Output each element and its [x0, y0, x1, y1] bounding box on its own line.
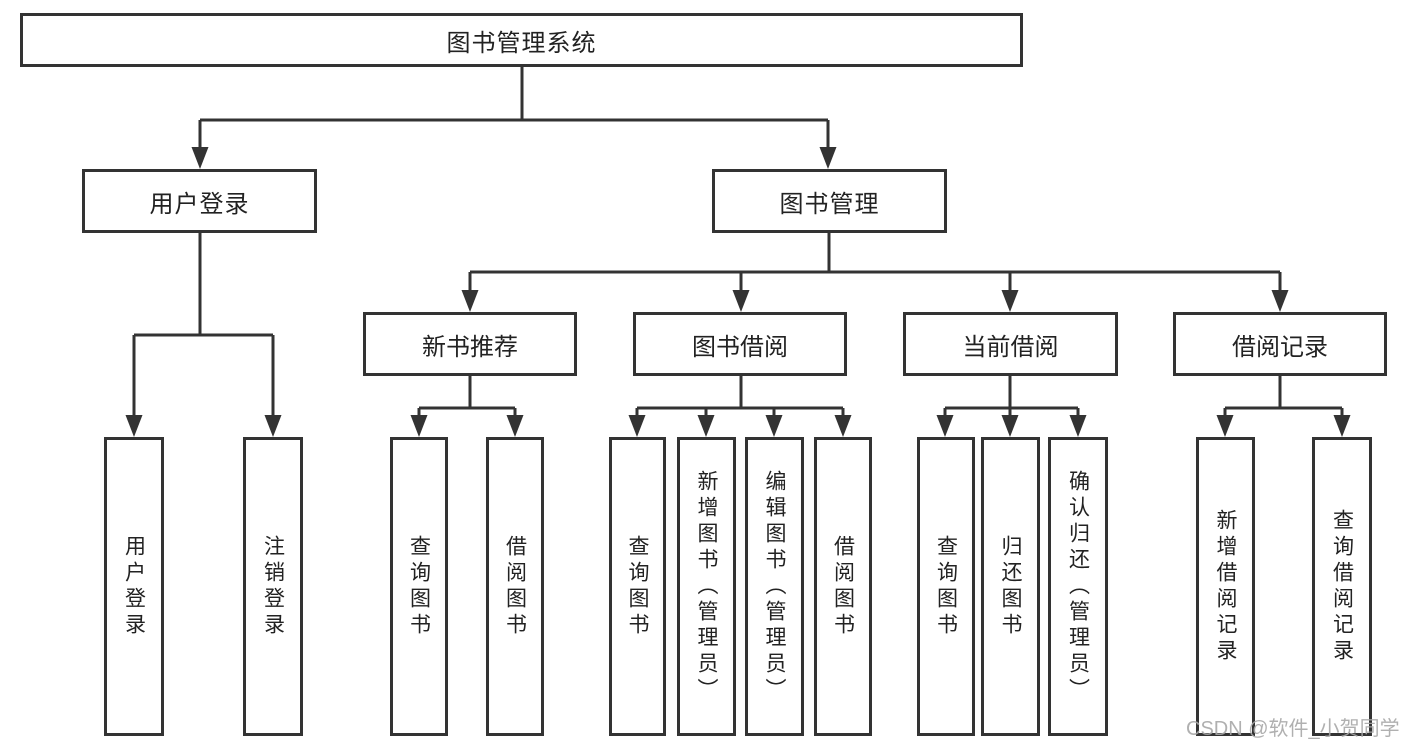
leaf-logout-login: 注销登录 — [243, 437, 303, 736]
node-book-management: 图书管理 — [712, 169, 947, 233]
leaf-confirm-return-admin: 确认归还（管理员） — [1048, 437, 1108, 736]
connector-root-to-level2 — [191, 67, 837, 169]
node-new-book-recommendation: 新书推荐 — [363, 312, 577, 376]
node-user-login: 用户登录 — [82, 169, 317, 233]
connector-newbook-children — [410, 376, 524, 437]
node-borrowing-records: 借阅记录 — [1173, 312, 1387, 376]
connector-login-children — [125, 233, 282, 437]
leaf-query-books-current: 查询图书 — [917, 437, 975, 736]
leaf-edit-books-admin: 编辑图书（管理员） — [745, 437, 804, 736]
leaf-add-books-admin: 新增图书（管理员） — [677, 437, 736, 736]
leaf-user-login: 用户登录 — [104, 437, 164, 736]
node-current-borrowing: 当前借阅 — [903, 312, 1118, 376]
node-book-borrowing: 图书借阅 — [633, 312, 847, 376]
connector-currentborrow-children — [936, 376, 1087, 437]
connector-records-children — [1216, 376, 1351, 437]
connector-management-to-level3 — [461, 233, 1289, 312]
leaf-borrow-books-borrow: 借阅图书 — [814, 437, 872, 736]
leaf-query-books-newbook: 查询图书 — [390, 437, 448, 736]
leaf-query-books-borrow: 查询图书 — [609, 437, 666, 736]
leaf-add-borrow-record: 新增借阅记录 — [1196, 437, 1255, 736]
leaf-return-books: 归还图书 — [981, 437, 1040, 736]
csdn-watermark: CSDN @软件_小贺同学 — [1186, 718, 1400, 740]
connector-bookborrow-children — [628, 376, 852, 437]
node-library-system: 图书管理系统 — [20, 13, 1023, 67]
leaf-borrow-books-newbook: 借阅图书 — [486, 437, 544, 736]
leaf-query-borrow-record: 查询借阅记录 — [1312, 437, 1372, 736]
